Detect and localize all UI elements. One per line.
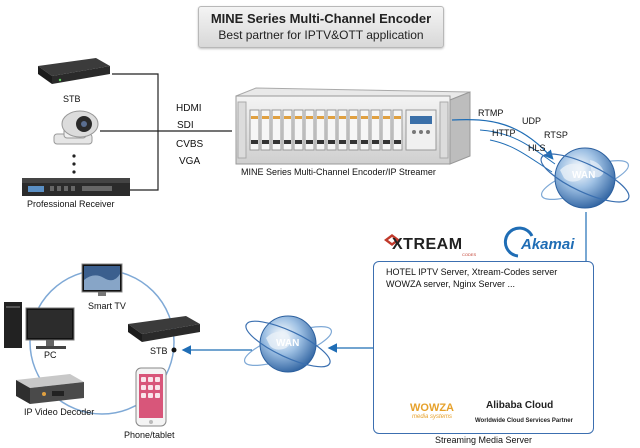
input-cvbs: CVBS bbox=[176, 139, 204, 150]
client-stb-label: STB bbox=[150, 346, 168, 356]
more-sources-dots bbox=[72, 154, 76, 174]
streaming-server-label: Streaming Media Server bbox=[435, 435, 533, 445]
diagram-subtitle: Best partner for IPTV&OTT application bbox=[218, 28, 424, 42]
protocol-udp: UDP bbox=[522, 116, 542, 126]
server-description: HOTEL IPTV Server, Xtream-Codes server W… bbox=[386, 266, 557, 290]
input-sdi: SDI bbox=[177, 120, 194, 131]
diagram-title: MINE Series Multi-Channel Encoder bbox=[210, 11, 432, 26]
camera-icon bbox=[53, 110, 99, 145]
wan-globe-top-icon bbox=[540, 147, 630, 209]
server-line-2: WOWZA server, Nginx Server ... bbox=[386, 279, 516, 289]
encoder-rack-icon bbox=[235, 87, 471, 165]
server-line-1: HOTEL IPTV Server, Xtream-Codes server bbox=[386, 267, 558, 277]
xtream-logo-subtext: CODES bbox=[462, 252, 477, 257]
source-bracket bbox=[100, 73, 232, 191]
akamai-logo-icon bbox=[503, 226, 534, 258]
ip-video-decoder-label: IP Video Decoder bbox=[24, 407, 95, 417]
ip-video-decoder-icon bbox=[16, 374, 84, 404]
wowza-logo-subtext: media systems bbox=[412, 414, 453, 420]
input-vga: VGA bbox=[179, 156, 201, 167]
professional-receiver-icon bbox=[22, 178, 130, 196]
professional-receiver-label: Professional Receiver bbox=[27, 199, 115, 209]
pc-label: PC bbox=[44, 350, 57, 360]
xtream-logo-icon bbox=[384, 234, 400, 246]
alibaba-logo-text: Alibaba Cloud bbox=[486, 400, 554, 411]
stb-device-icon bbox=[38, 58, 110, 84]
stb-label: STB bbox=[63, 94, 81, 104]
protocol-rtsp: RTSP bbox=[544, 130, 568, 140]
pc-icon bbox=[4, 302, 75, 349]
wowza-logo-text: WOWZA bbox=[410, 402, 454, 414]
protocol-hls: HLS bbox=[528, 143, 546, 153]
encoder-label: MINE Series Multi-Channel Encoder/IP Str… bbox=[241, 167, 436, 177]
akamai-logo-text: Akamai bbox=[521, 236, 575, 253]
client-stb-icon bbox=[128, 316, 200, 353]
title-box: MINE Series Multi-Channel Encoder Best p… bbox=[198, 6, 444, 48]
wan-label-top: WAN bbox=[572, 170, 596, 181]
smart-tv-label: Smart TV bbox=[88, 301, 126, 311]
input-hdmi: HDMI bbox=[176, 103, 202, 114]
wan-globe-bottom-icon bbox=[243, 315, 333, 373]
streaming-server-box bbox=[373, 261, 594, 434]
protocol-http: HTTP bbox=[492, 128, 516, 138]
protocol-rtmp: RTMP bbox=[478, 108, 504, 118]
smart-tv-icon bbox=[81, 263, 123, 296]
phone-icon bbox=[135, 367, 167, 427]
cloud-partner-text: Worldwide Cloud Services Partner bbox=[475, 418, 573, 424]
xtream-logo-text: XTREAM bbox=[392, 236, 463, 253]
phone-tablet-label: Phone/tablet bbox=[124, 430, 175, 440]
wan-label-bottom: WAN bbox=[276, 338, 300, 349]
